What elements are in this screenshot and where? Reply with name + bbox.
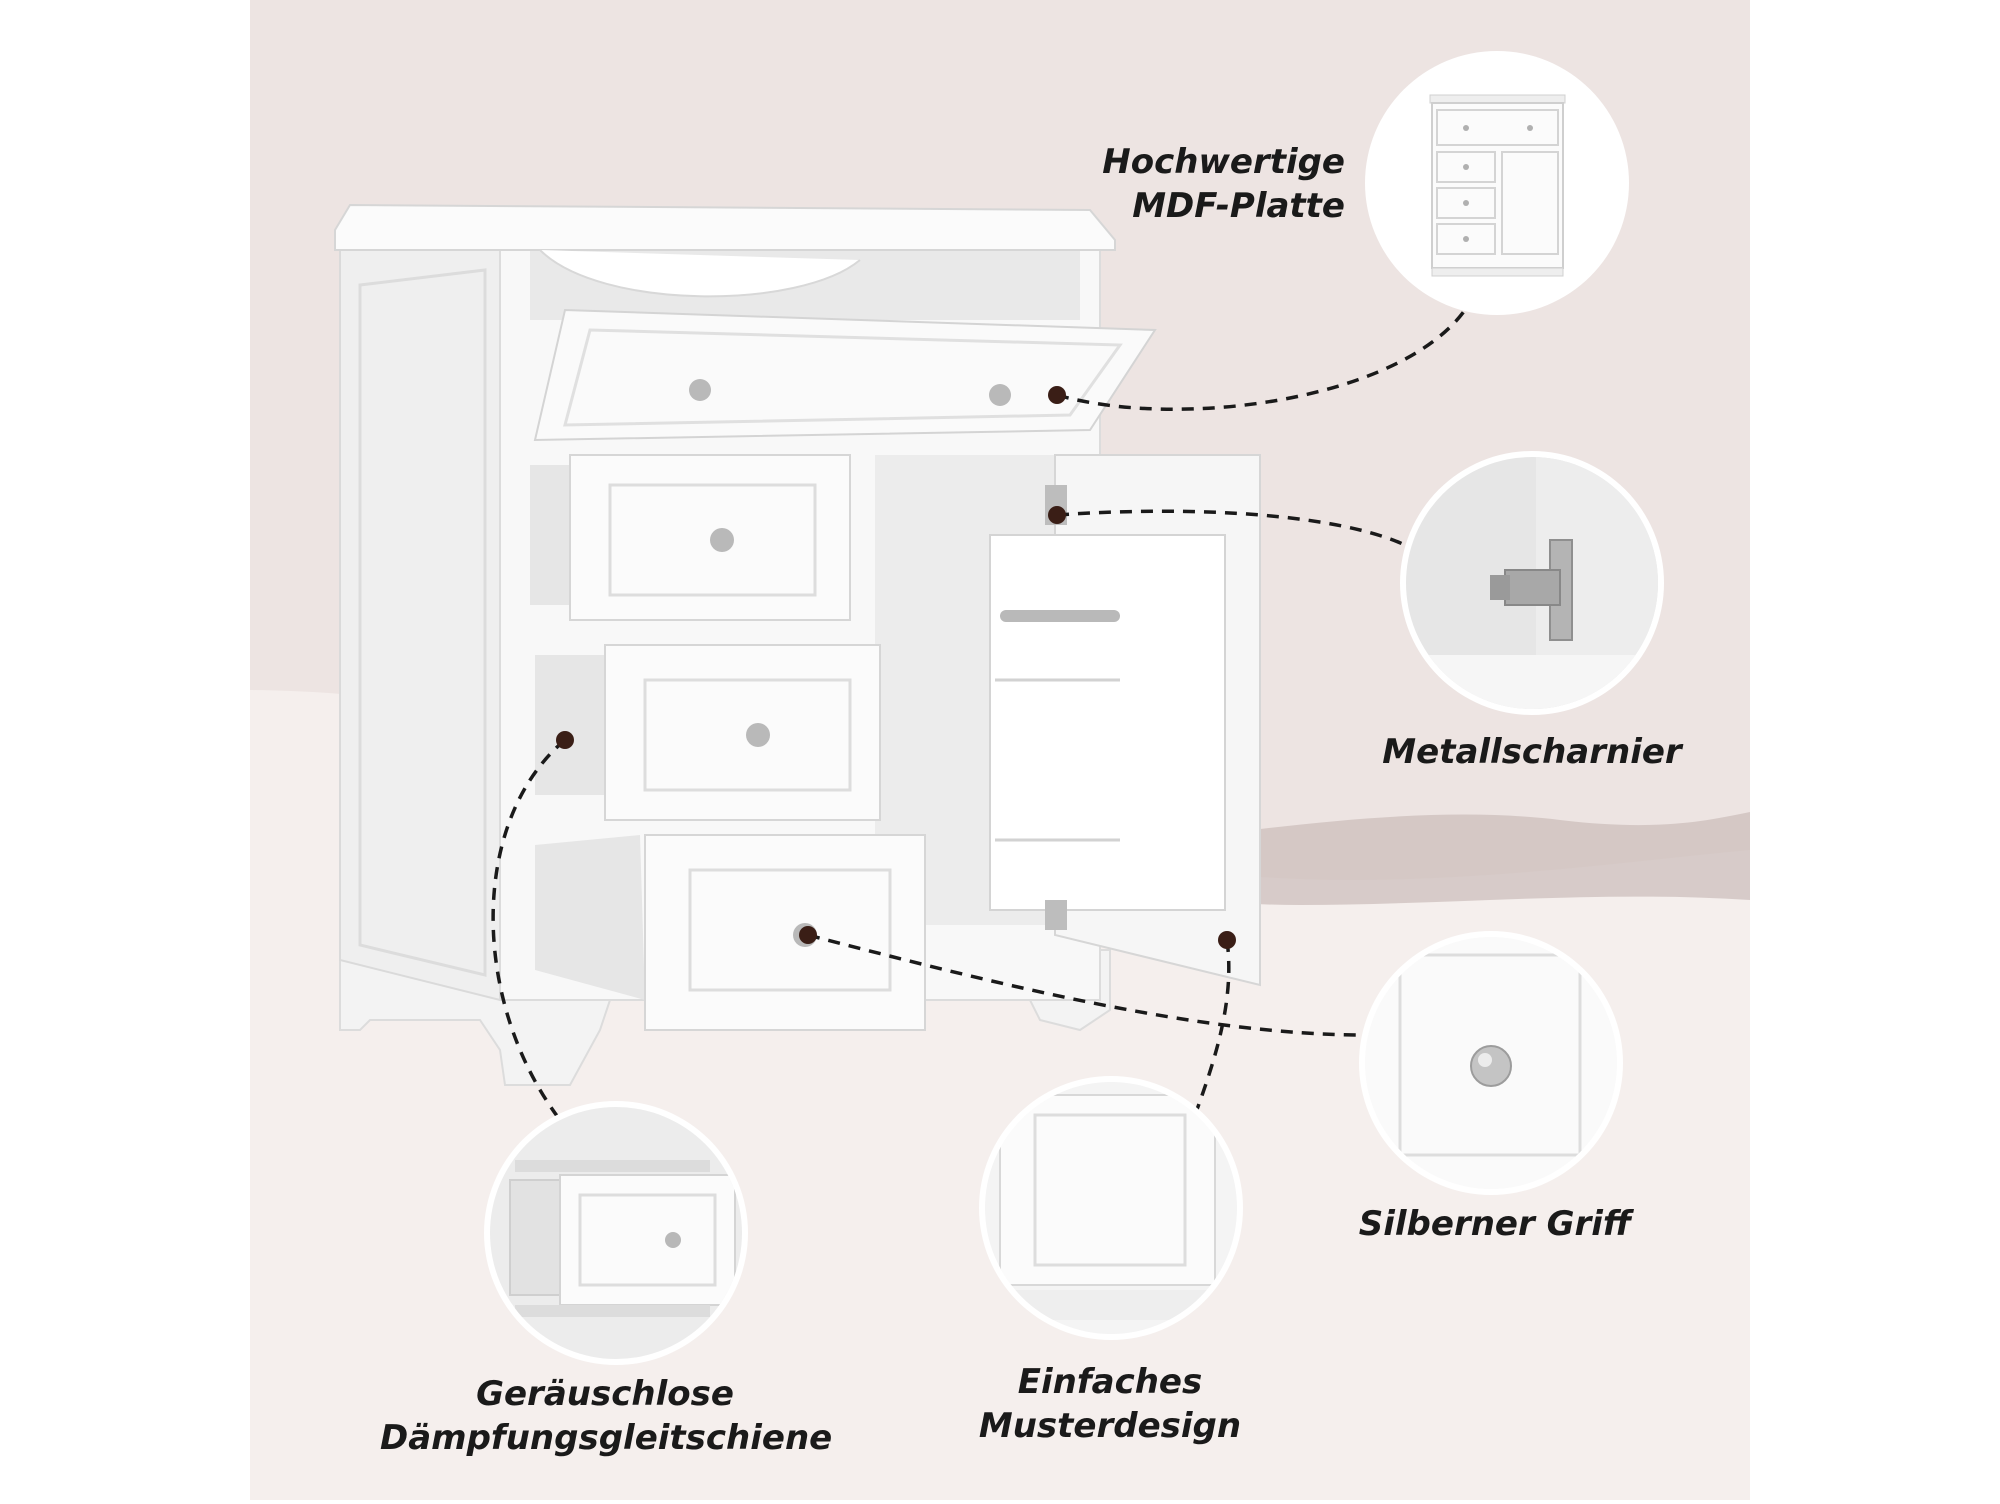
detail-bubble-hinge (1400, 451, 1664, 715)
callout-dot-handle (799, 926, 817, 944)
label-slides-line1: Geräuschlose (476, 1374, 734, 1414)
drawer-3 (644, 834, 926, 1031)
label-design-line2: Musterdesign (978, 1406, 1242, 1446)
drawer-2-side (535, 655, 605, 795)
drawer-2-inset (643, 678, 852, 792)
panel-door-pattern-icon (985, 1082, 1237, 1334)
detail-bubble-design (979, 1076, 1243, 1340)
drawer-3-side (535, 835, 645, 1000)
towel-bar (1000, 610, 1120, 622)
cabinet-front-view-icon (1371, 57, 1623, 309)
detail-bubble-handle (1359, 931, 1623, 1195)
sink-basin (539, 249, 861, 298)
callout-line-handle (807, 933, 1366, 1037)
tilt-drawer-knob-right (989, 384, 1011, 406)
drawer-1 (569, 454, 851, 621)
label-mdf-line2: MDF-Platte (1132, 186, 1345, 226)
drawer-1-side (530, 465, 570, 605)
drawer-3-inset (688, 868, 892, 992)
metal-hinge-icon (1406, 457, 1658, 709)
vanity-cabinet (334, 203, 1261, 1086)
callout-line-mdf (1056, 308, 1467, 411)
callout-dot-design (1218, 931, 1236, 949)
label-handle-line1: Silberner Griff (1358, 1204, 1632, 1244)
label-handle: Silberner Griff (1345, 1202, 1645, 1246)
callout-line-slides (491, 738, 567, 1122)
cabinet-countertop (334, 203, 1116, 251)
label-slides-line2: Dämpfungsgleitschiene (380, 1418, 833, 1458)
drawer-slide-icon (490, 1107, 742, 1359)
callout-dot-mdf (1048, 386, 1066, 404)
label-mdf: Hochwertige MDF-Platte (1055, 140, 1345, 228)
drawer-1-inset (608, 483, 817, 597)
drawer-1-knob (710, 528, 734, 552)
callout-line-hinge (1056, 509, 1406, 547)
callout-lines (491, 308, 1467, 1122)
label-design-line1: Einfaches (1017, 1362, 1203, 1402)
callout-dot-hinge (1048, 506, 1066, 524)
drawer-2-knob (746, 723, 770, 747)
callout-dots (556, 386, 1236, 949)
tilt-drawer-knob-left (689, 379, 711, 401)
label-design: Einfaches Musterdesign (960, 1360, 1260, 1448)
callout-line-design (1193, 939, 1231, 1116)
label-hinge: Metallscharnier (1382, 730, 1682, 774)
label-mdf-line1: Hochwertige (1102, 142, 1345, 182)
label-slides: Geräuschlose Dämpfungsgleitschiene (380, 1372, 833, 1460)
detail-bubble-mdf (1365, 51, 1629, 315)
cabinet-side-panel (339, 228, 501, 1002)
callout-dot-slides (556, 731, 574, 749)
detail-bubble-slides (484, 1101, 748, 1365)
door-hinge-bottom (1045, 900, 1067, 930)
silver-knob-icon (1365, 937, 1617, 1189)
door-storage-rack (989, 534, 1226, 911)
tilt-out-drawer-inset (563, 328, 1123, 427)
label-hinge-line1: Metallscharnier (1382, 732, 1682, 772)
side-panel-inset (358, 268, 487, 977)
